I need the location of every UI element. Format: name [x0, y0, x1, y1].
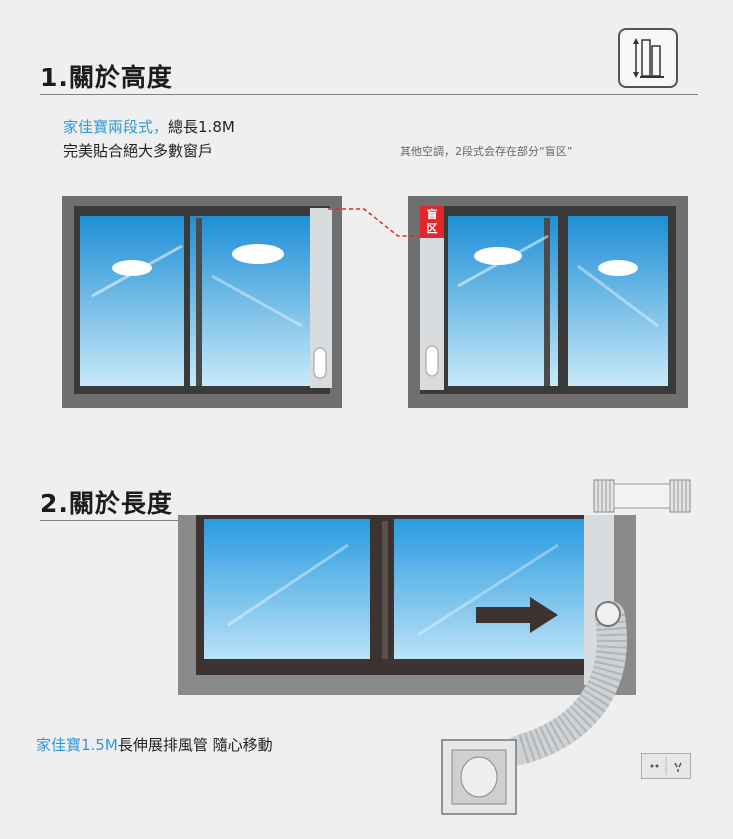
window-illustration-other: [408, 196, 688, 408]
section2-caption: 家佳寶1.5M長伸展排風管 隨心移動: [36, 734, 273, 755]
blind-zone-connector: [328, 208, 420, 237]
section1-lead: 家佳寶兩段式，總長1.8M: [63, 116, 235, 137]
blind-zone-char-1: 盲: [426, 208, 438, 221]
hose-caption-text: 長伸展排風管 隨心移動: [117, 736, 273, 754]
blind-zone-char-2: 区: [426, 222, 438, 235]
comparison-note: 其他空調，2段式会存在部分“盲区”: [400, 145, 573, 158]
section2-title: 2.關於長度: [40, 489, 173, 518]
window-illustration-product: [62, 196, 342, 408]
section1-divider: [40, 94, 698, 95]
hose-length-highlight: 家佳寶1.5M: [36, 736, 118, 754]
section1-line2: 完美貼合絕大多數窗戶: [63, 142, 214, 160]
flexible-exhaust-hose: [441, 601, 627, 815]
product-highlight: 家佳寶兩段式，: [63, 118, 169, 136]
section1-title: 1.關於高度: [40, 63, 173, 92]
total-length-text: 總長1.8M: [168, 118, 235, 136]
wall-outlet-icon: [641, 753, 691, 779]
blind-zone-label: 盲 区: [420, 208, 444, 236]
height-diagram-icon: [618, 28, 678, 88]
hose-segment-icon: [593, 479, 691, 513]
window-hose-illustration: [178, 515, 636, 695]
